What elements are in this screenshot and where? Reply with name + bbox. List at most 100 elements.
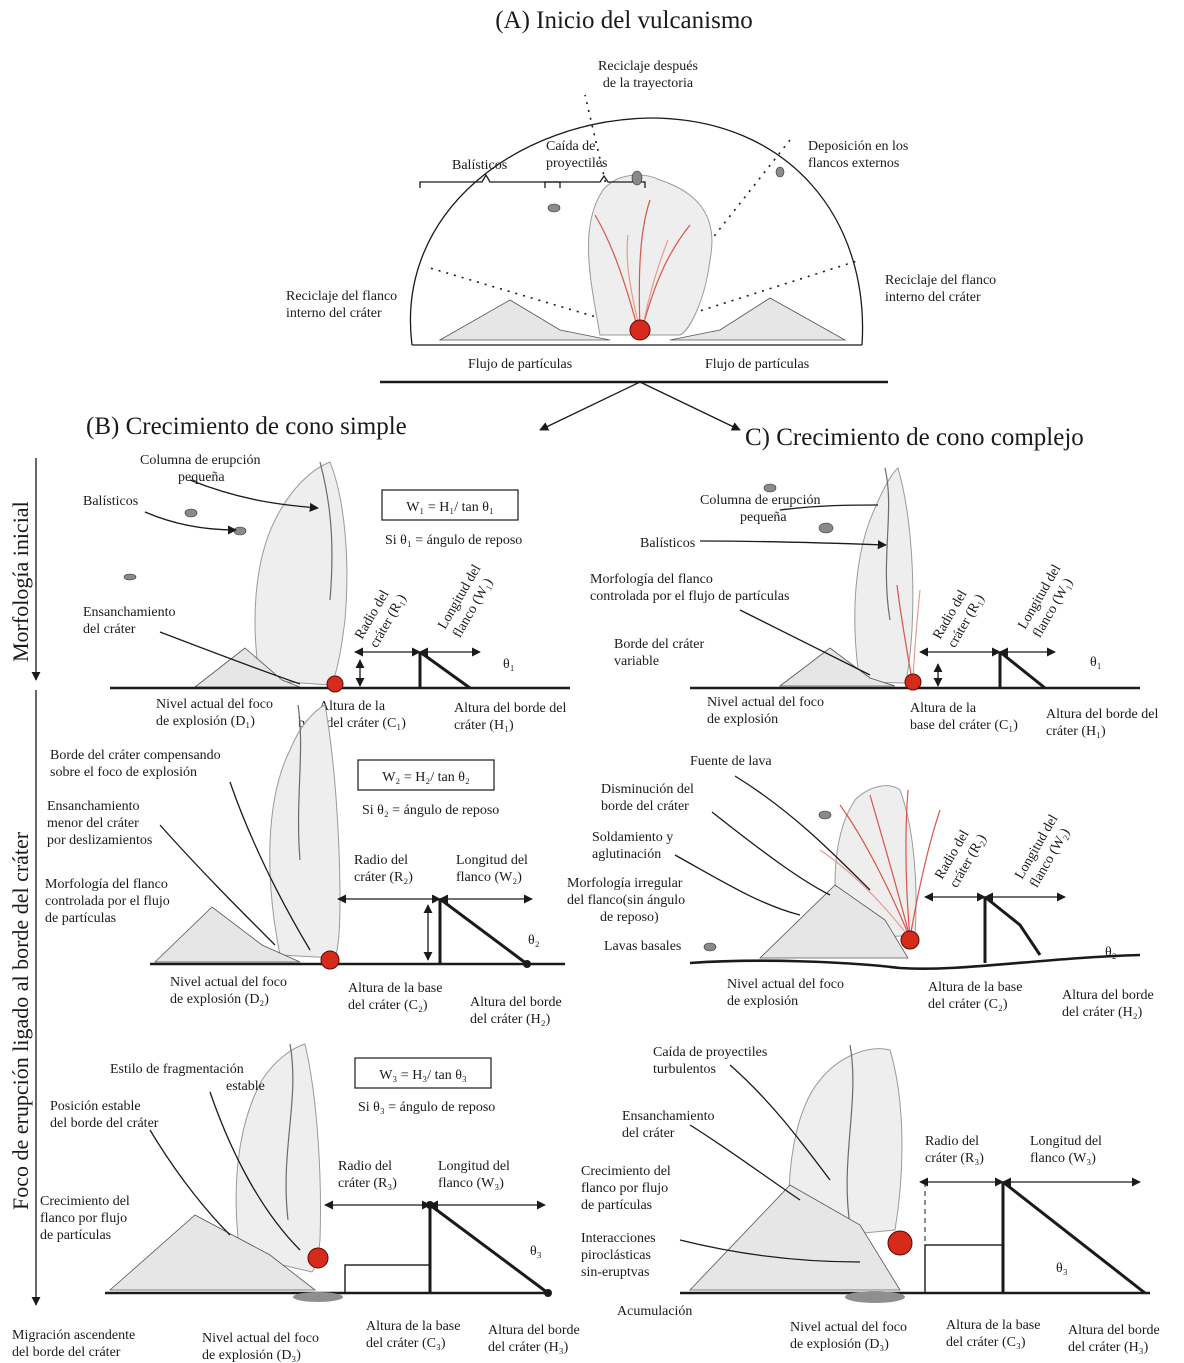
side-labels: Morfología inicial Foco de erupción liga… (8, 458, 36, 1305)
arrow-to-c (640, 382, 740, 430)
brace-balisticos (420, 175, 560, 188)
plume (255, 462, 347, 685)
label-altura-borde: Altura del borde delcráter (H₁) (454, 701, 566, 733)
formula: W₃ = H₃/ tan θ₃ (379, 1068, 467, 1083)
label-nivel: Nivel actual del focode explosión (D₃) (202, 1331, 319, 1363)
label-longitud: Longitud delflanco (W₃) (1030, 1134, 1102, 1166)
arrow-to-b (540, 382, 640, 430)
label-lavas: Lavas basales (604, 939, 681, 954)
flank-profile (985, 897, 1040, 955)
label-flujo-left: Flujo de partículas (468, 357, 572, 372)
label-columna: Columna de erupciónpequeña (140, 453, 261, 485)
label-radio: Radio delcráter (R₁) (352, 583, 409, 650)
reposo: Si θ₃ = ángulo de reposo (358, 1100, 495, 1115)
label-ensanch-menor: Ensanchamientomenor del cráterpor desliz… (47, 799, 152, 848)
accumulation (845, 1291, 905, 1303)
vent (888, 1231, 912, 1255)
label-radio: Radio delcráter (R₂) (932, 823, 989, 890)
plume (270, 705, 340, 958)
label-balisticos: Balísticos (452, 158, 507, 173)
panel-b: (B) Crecimiento de cono simple W₁ = H₁/ … (12, 413, 580, 1363)
stage-b2: W₂ = H₂/ tan θ₂ Si θ₂ = ángulo de reposo… (45, 705, 565, 1027)
label-nivel: Nivel actual del focode explosión (D₁) (156, 697, 273, 729)
bomb (632, 171, 642, 185)
crater-base-box (925, 1245, 1003, 1293)
label-theta: θ₁ (503, 657, 515, 672)
bomb (819, 811, 831, 819)
reposo: Si θ₁ = ángulo de reposo (385, 533, 522, 548)
vent (321, 951, 339, 969)
label-crecimiento: Crecimiento delflanco por flujode partíc… (40, 1194, 130, 1243)
bomb (704, 943, 716, 951)
vent (630, 320, 650, 340)
leader (740, 610, 870, 675)
eruption-plume (588, 175, 712, 335)
label-altura-borde: Altura del bordedel cráter (H₃) (488, 1323, 580, 1355)
label-longitud: Longitud delflanco (W₁) (435, 562, 499, 640)
label-theta: θ₃ (530, 1244, 542, 1259)
label-longitud: Longitud delflanco (W₂) (1012, 812, 1076, 890)
rim-point (426, 1201, 434, 1209)
label-balisticos: Balísticos (640, 536, 695, 551)
label-balisticos: Balísticos (83, 494, 138, 509)
label-posicion: Posición establedel borde del cráter (50, 1099, 159, 1131)
vent (901, 931, 919, 949)
ground (690, 955, 1140, 969)
label-theta: θ₃ (1056, 1261, 1068, 1276)
label-columna: Columna de erupciónpequeña (700, 493, 821, 525)
label-altura-base: Altura de la basedel cráter (C₂) (928, 980, 1022, 1012)
panel-c: C) Crecimiento de cono complejo Columna … (567, 424, 1160, 1355)
label-radio: Radio delcráter (R₁) (930, 583, 987, 650)
label-longitud: Longitud delflanco (W₁) (1015, 562, 1079, 640)
bomb (124, 574, 136, 580)
panel-a: (A) Inicio del vulcanismo (286, 7, 996, 430)
label-interacciones: Interaccionespiroclásticassin-eruptvas (581, 1231, 656, 1280)
formula: W₂ = H₂/ tan θ₂ (382, 770, 470, 785)
stage-b1: W₁ = H₁/ tan θ₁ Si θ₁ = ángulo de reposo… (83, 453, 570, 733)
leader (700, 541, 886, 545)
bomb (548, 204, 560, 212)
vent (905, 674, 921, 690)
reposo: Si θ₂ = ángulo de reposo (362, 803, 499, 818)
flank-profile (1003, 1182, 1145, 1293)
panel-a-title: (A) Inicio del vulcanismo (495, 7, 753, 34)
flank-profile (420, 652, 470, 688)
label-acumulacion: Acumulación (617, 1304, 692, 1319)
panel-c-title: C) Crecimiento de cono complejo (745, 424, 1084, 451)
label-morfologia-inicial: Morfología inicial (8, 501, 33, 662)
leader (712, 812, 830, 895)
label-fuente: Fuente de lava (690, 754, 772, 769)
flank-profile (1000, 652, 1045, 688)
label-migracion: Migración ascendentedel borde del cráter (12, 1328, 135, 1360)
label-theta: θ₂ (528, 933, 540, 948)
